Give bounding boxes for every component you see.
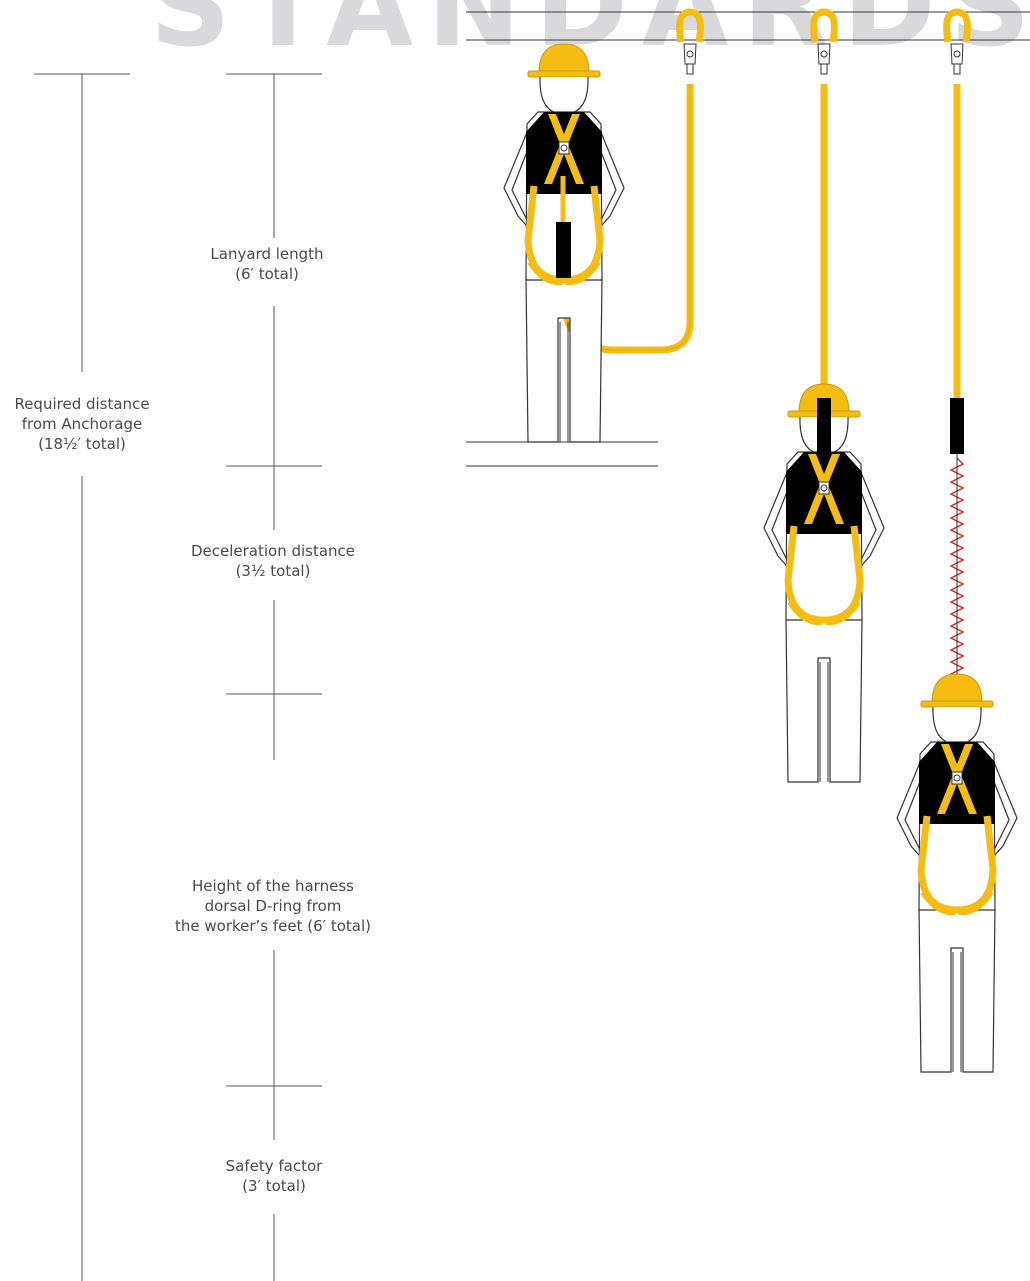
lanyard-length-label: Lanyard length (6′ total): [210, 244, 323, 284]
anchor-ring-icon-3: [947, 12, 968, 74]
segment-dimension-lines: [226, 73, 322, 1281]
harness-height-label: Height of the harness dorsal D-ring from…: [175, 876, 371, 936]
deceleration-distance-label: Deceleration distance (3½ total): [191, 541, 355, 581]
deceleration-distance-line-2: (3½ total): [235, 562, 311, 580]
required-distance-label: Required distance from Anchorage (18½′ t…: [14, 394, 149, 454]
harness-height-line-3: the worker’s feet (6′ total): [174, 917, 372, 935]
shock-absorber-icon-1: [556, 222, 571, 278]
safety-factor-label: Safety factor (3′ total): [226, 1156, 323, 1196]
anchor-ring-icon-2: [814, 12, 835, 74]
shock-absorber-icon-2: [817, 398, 831, 456]
deceleration-distance-line-1: Deceleration distance: [190, 542, 356, 560]
required-distance-line-1: Required distance: [14, 395, 150, 413]
lanyard-length-line-1: Lanyard length: [210, 245, 324, 263]
safety-factor-line-2: (3′ total): [242, 1177, 306, 1195]
worker-harness-icon-deployed: [897, 674, 1017, 1072]
shock-absorber-icon-3: [950, 398, 964, 454]
required-distance-dimension: [34, 73, 130, 1281]
anchor-ring-icon-1: [680, 12, 701, 74]
harness-height-line-2: dorsal D-ring from: [204, 897, 342, 915]
required-distance-line-3: (18½′ total): [38, 435, 126, 453]
harness-height-line-1: Height of the harness: [192, 877, 354, 895]
lanyard-length-line-2: (6′ total): [235, 265, 299, 283]
required-distance-line-2: from Anchorage: [21, 415, 143, 433]
safety-factor-line-1: Safety factor: [225, 1157, 323, 1175]
